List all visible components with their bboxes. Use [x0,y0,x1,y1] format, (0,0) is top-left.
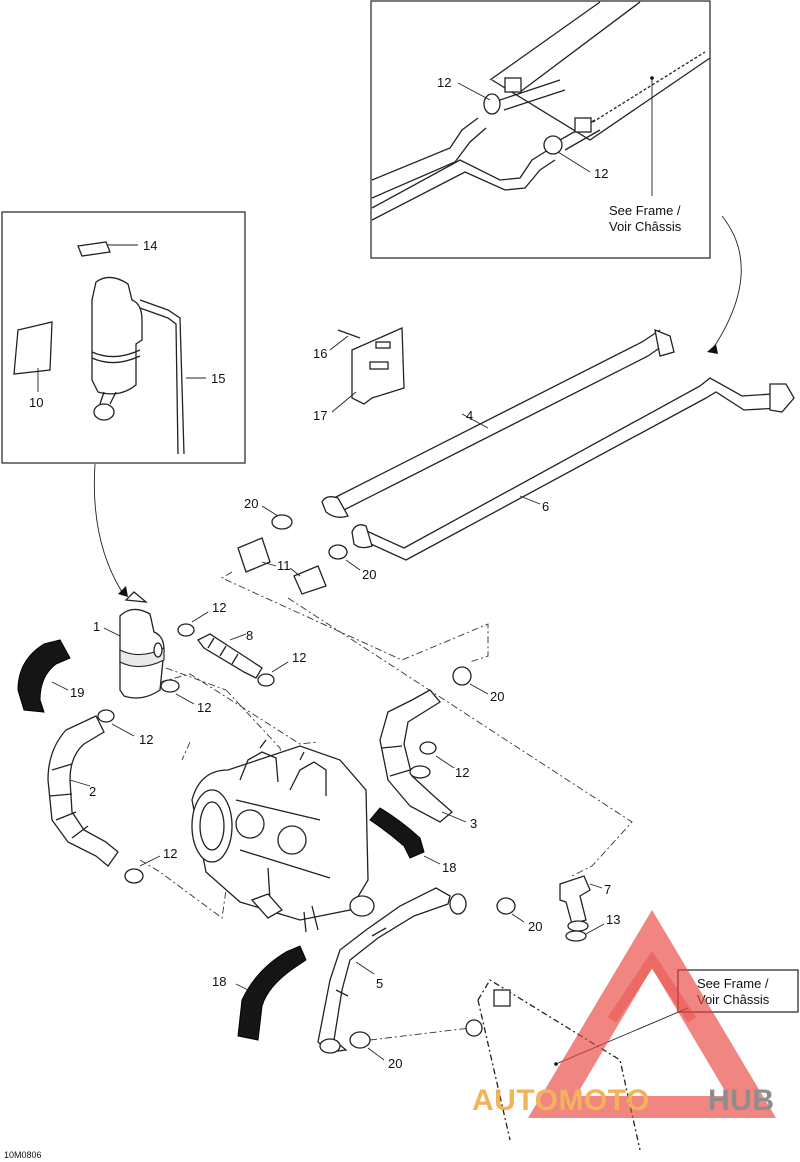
leader-1 [103,627,121,637]
figure-code: 10M0806 [4,1150,42,1160]
callout-1: 1 [93,619,100,634]
hose-18-middle [369,807,425,859]
callout-5: 5 [376,976,383,991]
callout-2: 2 [89,784,96,799]
leader-5 [355,961,375,975]
see-frame-top-line1: See Frame / [609,203,681,218]
callout-17: 17 [313,408,327,423]
callout-3: 3 [470,816,477,831]
leader-12-reservoir [175,693,195,705]
watermark-triangle-logo [528,910,776,1118]
callout-12-inset-a: 12 [437,75,451,90]
leader-12-hose8 [271,661,289,673]
callout-14: 14 [143,238,157,253]
leader-12-top [191,611,209,623]
hose-2 [47,715,119,867]
bracket-17 [337,327,405,405]
callout-11: 11 [277,558,291,573]
fitting-7 [559,875,591,932]
routing-dashed-lines [139,571,633,1041]
leader-11-lower [289,567,301,577]
connector-11-upper [237,537,271,573]
leader-20-bottom [367,1047,385,1061]
callout-20-bottom: 20 [388,1056,402,1071]
leader-12-inset-a [457,82,491,101]
leader-20-mid [345,559,361,571]
callout-15: 15 [211,371,225,386]
leader-13 [585,923,605,935]
hose-18-lower [237,945,307,1041]
callout-20-mid: 20 [362,567,376,582]
leader-12-inset-b [557,151,591,173]
leader-12-hose3 [435,755,455,769]
callout-16: 16 [313,346,327,361]
leader-2 [69,779,91,787]
callout-7: 7 [604,882,611,897]
ring-20-right [452,666,472,686]
callout-8: 8 [246,628,253,643]
watermark-text-hub: HUB [708,1084,775,1117]
leader-17 [331,391,357,413]
reservoir-1 [119,591,165,699]
callout-20-lower-right: 20 [528,919,542,934]
callout-10: 10 [29,395,43,410]
leader-7 [589,883,603,889]
leader-6 [519,495,541,505]
ring-20-upper [271,514,293,530]
o-ring-13 [565,930,587,942]
callout-18-middle: 18 [442,860,456,875]
hose-3 [379,689,454,823]
leader-20-right [469,683,489,695]
callout-6: 6 [542,499,549,514]
callout-12-inset-b: 12 [594,166,608,181]
leader-11-upper [261,561,277,567]
callout-20-upper: 20 [244,496,258,511]
leader-19 [51,681,69,691]
leader-18-middle [423,855,441,865]
see-frame-bottom-line1: See Frame / [697,976,769,991]
callout-12-reservoir: 12 [197,700,211,715]
callout-13: 13 [606,912,620,927]
engine [191,739,375,933]
ring-20-mid [328,544,348,560]
leader-3 [441,811,467,823]
arrow-inset-to-pipe [711,215,742,351]
ring-20-lower-right [496,897,516,915]
callout-20-right: 20 [490,689,504,704]
callout-12-engine: 12 [163,846,177,861]
callout-12-hose2: 12 [139,732,153,747]
leader-20-upper [261,505,279,517]
pipe-6 [351,377,795,561]
callout-4: 4 [466,408,473,423]
connector-11-lower [293,565,327,595]
leader-12-engine [139,855,161,867]
leader-18-lower [235,983,253,993]
leader-8 [229,633,247,641]
ring-20-bottom [349,1031,371,1049]
automotohub-watermark: AUTOMOTO HUB [472,910,776,1118]
hose-8 [197,633,263,679]
leader-20-lower-right [511,913,525,923]
see-frame-top-line2: Voir Châssis [609,219,682,234]
clamps-12 [97,623,437,884]
hose-19 [17,639,71,713]
leader-16 [329,335,349,351]
reservoir-inset [1,211,246,464]
arrow-inset-to-reservoir [93,463,123,593]
frame-panel-bottom [465,979,641,1151]
see-frame-bottom-line2: Voir Châssis [697,992,770,1007]
watermark-text-auto: AUTOMOTO [472,1084,650,1117]
hose-5 [317,887,467,1054]
callout-18-lower: 18 [212,974,226,989]
callout-19: 19 [70,685,84,700]
pipe-4 [321,328,675,518]
leader-12-hose2 [111,723,135,737]
frame-detail-inset [370,0,711,259]
leader-4 [461,413,489,429]
callout-12-hose3: 12 [455,765,469,780]
callout-12-hose8: 12 [292,650,306,665]
callout-12-top: 12 [212,600,226,615]
